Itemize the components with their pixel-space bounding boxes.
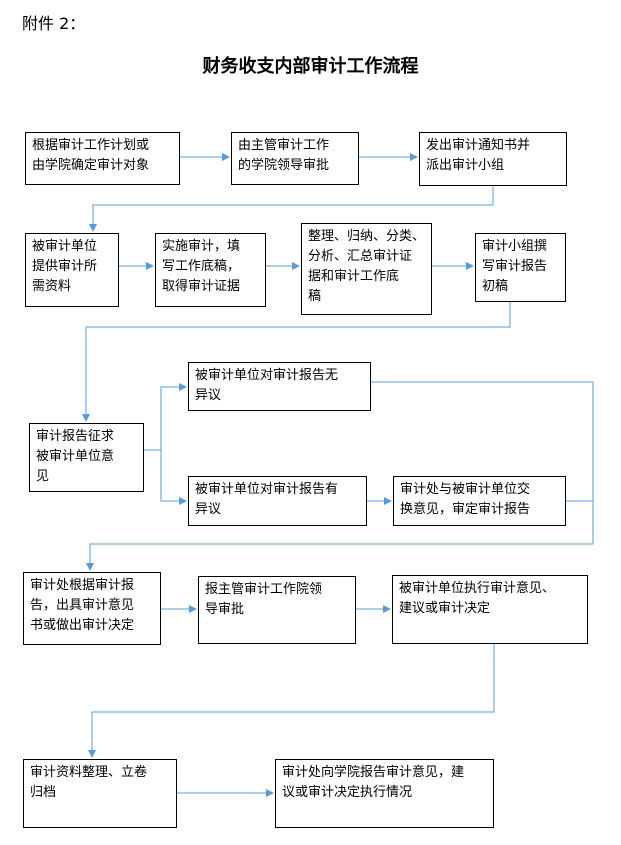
step-draft-report: 审计小组撰 写审计报告 初稿 bbox=[475, 233, 566, 302]
step-execute-decision: 被审计单位执行审计意见、 建议或审计决定 bbox=[392, 575, 588, 644]
page-title: 财务收支内部审计工作流程 bbox=[202, 56, 419, 77]
step-issue-notice: 发出审计通知书并 派出审计小组 bbox=[419, 132, 567, 186]
step-solicit-opinion: 审计报告征求 被审计单位意 见 bbox=[29, 423, 144, 492]
step-archive: 审计资料整理、立卷 归档 bbox=[23, 759, 177, 828]
step-leader-approval: 由主管审计工作 的学院领导审批 bbox=[231, 132, 359, 185]
arrow-7-8 bbox=[82, 302, 511, 422]
step-submit-approval: 报主管审计工作院领 导审批 bbox=[198, 576, 356, 644]
arrow-3-4 bbox=[89, 186, 494, 232]
step-select-audit-target: 根据审计工作计划或 由学院确定审计对象 bbox=[25, 132, 180, 185]
arrow-8-10 bbox=[160, 450, 187, 505]
step-issue-opinion: 审计处根据审计报 告，出具审计意见 书或做出审计决定 bbox=[23, 572, 161, 645]
step-report-execution: 审计处向学院报告审计意见，建 议或审计决定执行情况 bbox=[275, 759, 494, 828]
step-organize-evidence: 整理、归纳、分类、 分析、汇总审计证 据和审计工作底 稿 bbox=[301, 223, 432, 315]
step-provide-materials: 被审计单位 提供审计所 需资料 bbox=[25, 233, 119, 307]
step-no-objection: 被审计单位对审计报告无 异议 bbox=[188, 362, 371, 411]
step-has-objection: 被审计单位对审计报告有 异议 bbox=[188, 476, 367, 526]
arrow-merge-12 bbox=[86, 506, 594, 571]
arrow-14-15 bbox=[88, 644, 495, 758]
attachment-label: 附件 2： bbox=[22, 14, 86, 33]
step-exchange-opinions: 审计处与被审计单位交 换意见，审定审计报告 bbox=[393, 476, 566, 526]
arrow-8-9 bbox=[144, 383, 187, 451]
arrow-9-merge bbox=[371, 381, 594, 506]
step-conduct-audit: 实施审计，填 写工作底稿， 取得审计证据 bbox=[155, 233, 266, 307]
